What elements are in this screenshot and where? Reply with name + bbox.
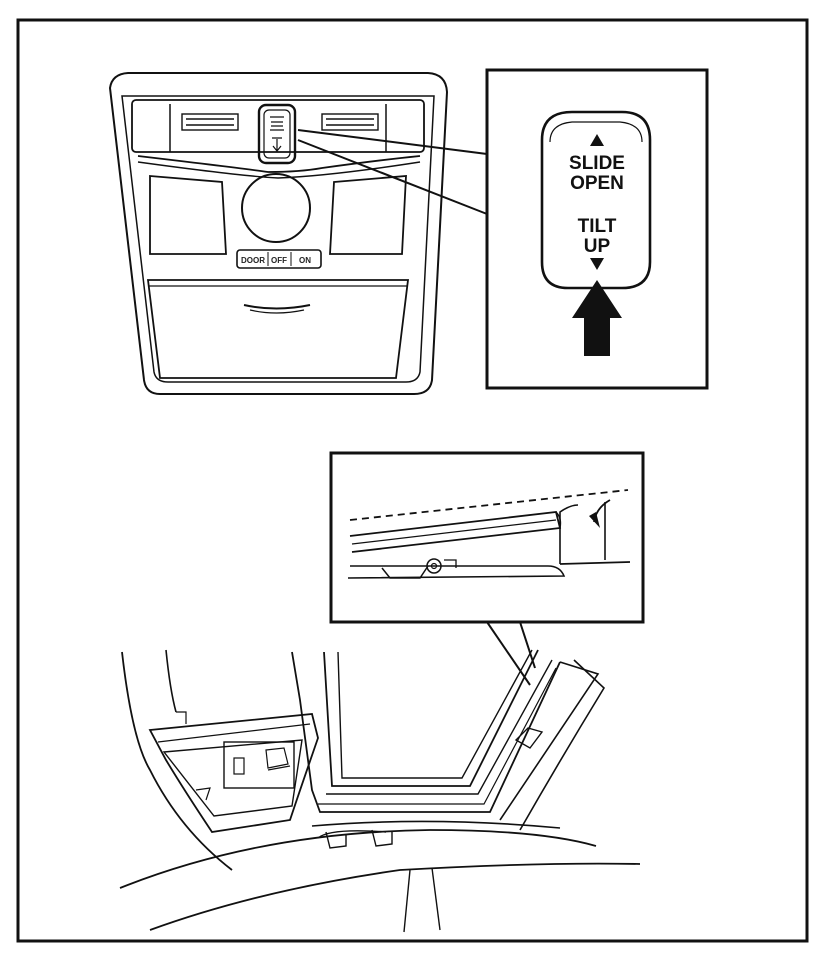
roof-interior (119, 649, 641, 933)
tilt-detail-box (329, 451, 645, 624)
right-vent (321, 113, 379, 131)
tilt-up-label-line2: UP (584, 236, 611, 257)
console-switch-left-label: DOOR (241, 256, 265, 265)
down-triangle-icon (590, 258, 604, 270)
tilt-arrow-icon (589, 512, 600, 528)
up-arrow-icon (572, 280, 622, 356)
console-switch-mid-label: OFF (271, 256, 287, 265)
left-vent (181, 113, 239, 131)
console-switch-right-label: ON (299, 256, 311, 265)
outer-frame (16, 18, 809, 943)
overhead-console (108, 72, 449, 395)
slide-open-label-line1: SLIDE (569, 153, 625, 174)
tilt-detail (329, 451, 645, 686)
enlarged-switch (540, 110, 652, 290)
slide-open-label-line2: OPEN (570, 173, 624, 194)
tilt-up-label-line1: TILT (578, 216, 617, 237)
switch-leader-lines (297, 129, 488, 215)
up-triangle-icon (590, 134, 604, 146)
sunroof-switch (257, 103, 297, 165)
